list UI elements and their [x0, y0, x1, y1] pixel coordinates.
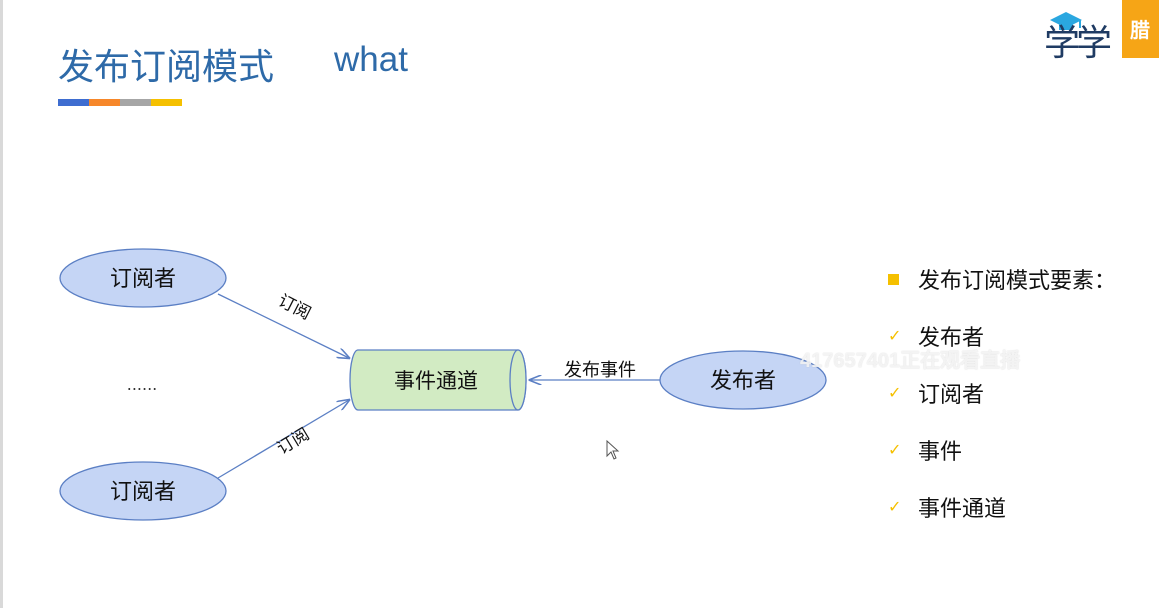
mouse-cursor-icon: [606, 439, 620, 460]
event-channel-node: 事件通道: [349, 349, 527, 411]
element-item: ✓ 事件通道: [888, 478, 1158, 535]
edge-subscribe-top: [217, 293, 349, 358]
element-item: ✓ 订阅者: [888, 364, 1158, 421]
subscriber-node-top: 订阅者: [59, 248, 227, 308]
element-item-label: 事件: [918, 439, 963, 465]
accent-segment-orange: [89, 99, 120, 106]
check-icon: ✓: [888, 383, 902, 402]
square-bullet-icon: [888, 266, 918, 291]
check-icon: ✓: [888, 326, 902, 345]
check-icon: ✓: [888, 440, 902, 459]
page-title: 发布订阅模式: [58, 47, 275, 88]
accent-segment-gray: [120, 99, 151, 106]
publisher-node-shape: [659, 350, 827, 410]
subscriber-node-shape: [59, 248, 227, 308]
publisher-node: 发布者: [659, 350, 827, 410]
element-item-label: 订阅者: [918, 382, 985, 408]
event-channel-end: [509, 349, 527, 411]
edge-label-subscribe-bottom: 订阅: [274, 424, 313, 459]
elements-heading: 发布订阅模式要素：: [888, 250, 1158, 307]
subscriber-node-label: 订阅者: [110, 267, 176, 292]
element-item: ✓ 事件: [888, 421, 1158, 478]
element-item-label: 事件通道: [918, 496, 1007, 522]
more-subscribers-ellipsis: ......: [127, 375, 158, 394]
edge-label-publish: 发布事件: [564, 360, 636, 381]
subscriber-node-label: 订阅者: [110, 480, 176, 505]
page-subtitle: what: [334, 40, 408, 79]
element-item-label: 发布者: [918, 325, 985, 351]
subscriber-node-shape: [59, 461, 227, 521]
slide-left-border: [0, 0, 3, 608]
pubsub-elements-list: 发布订阅模式要素： ✓ 发布者 ✓ 订阅者 ✓ 事件 ✓ 事件通道: [888, 250, 1158, 535]
graduation-cap-icon: [1050, 12, 1082, 30]
brand-badge: 腊: [1122, 0, 1159, 58]
viewer-watermark: 417657401正在观看直播: [800, 350, 1021, 372]
brand-logo-text: 学学: [1044, 23, 1112, 64]
check-icon: ✓: [888, 497, 902, 516]
accent-segment-blue: [58, 99, 89, 106]
edge-label-subscribe-top: 订阅: [275, 291, 314, 324]
edge-subscribe-bottom: [217, 400, 349, 479]
title-accent-bar: [58, 99, 182, 106]
publisher-node-label: 发布者: [710, 369, 776, 394]
subscriber-node-bottom: 订阅者: [59, 461, 227, 521]
element-item: ✓ 发布者: [888, 307, 1158, 364]
accent-segment-yellow: [151, 99, 182, 106]
elements-heading-text: 发布订阅模式要素：: [918, 268, 1117, 294]
event-channel-label: 事件通道: [394, 369, 478, 393]
